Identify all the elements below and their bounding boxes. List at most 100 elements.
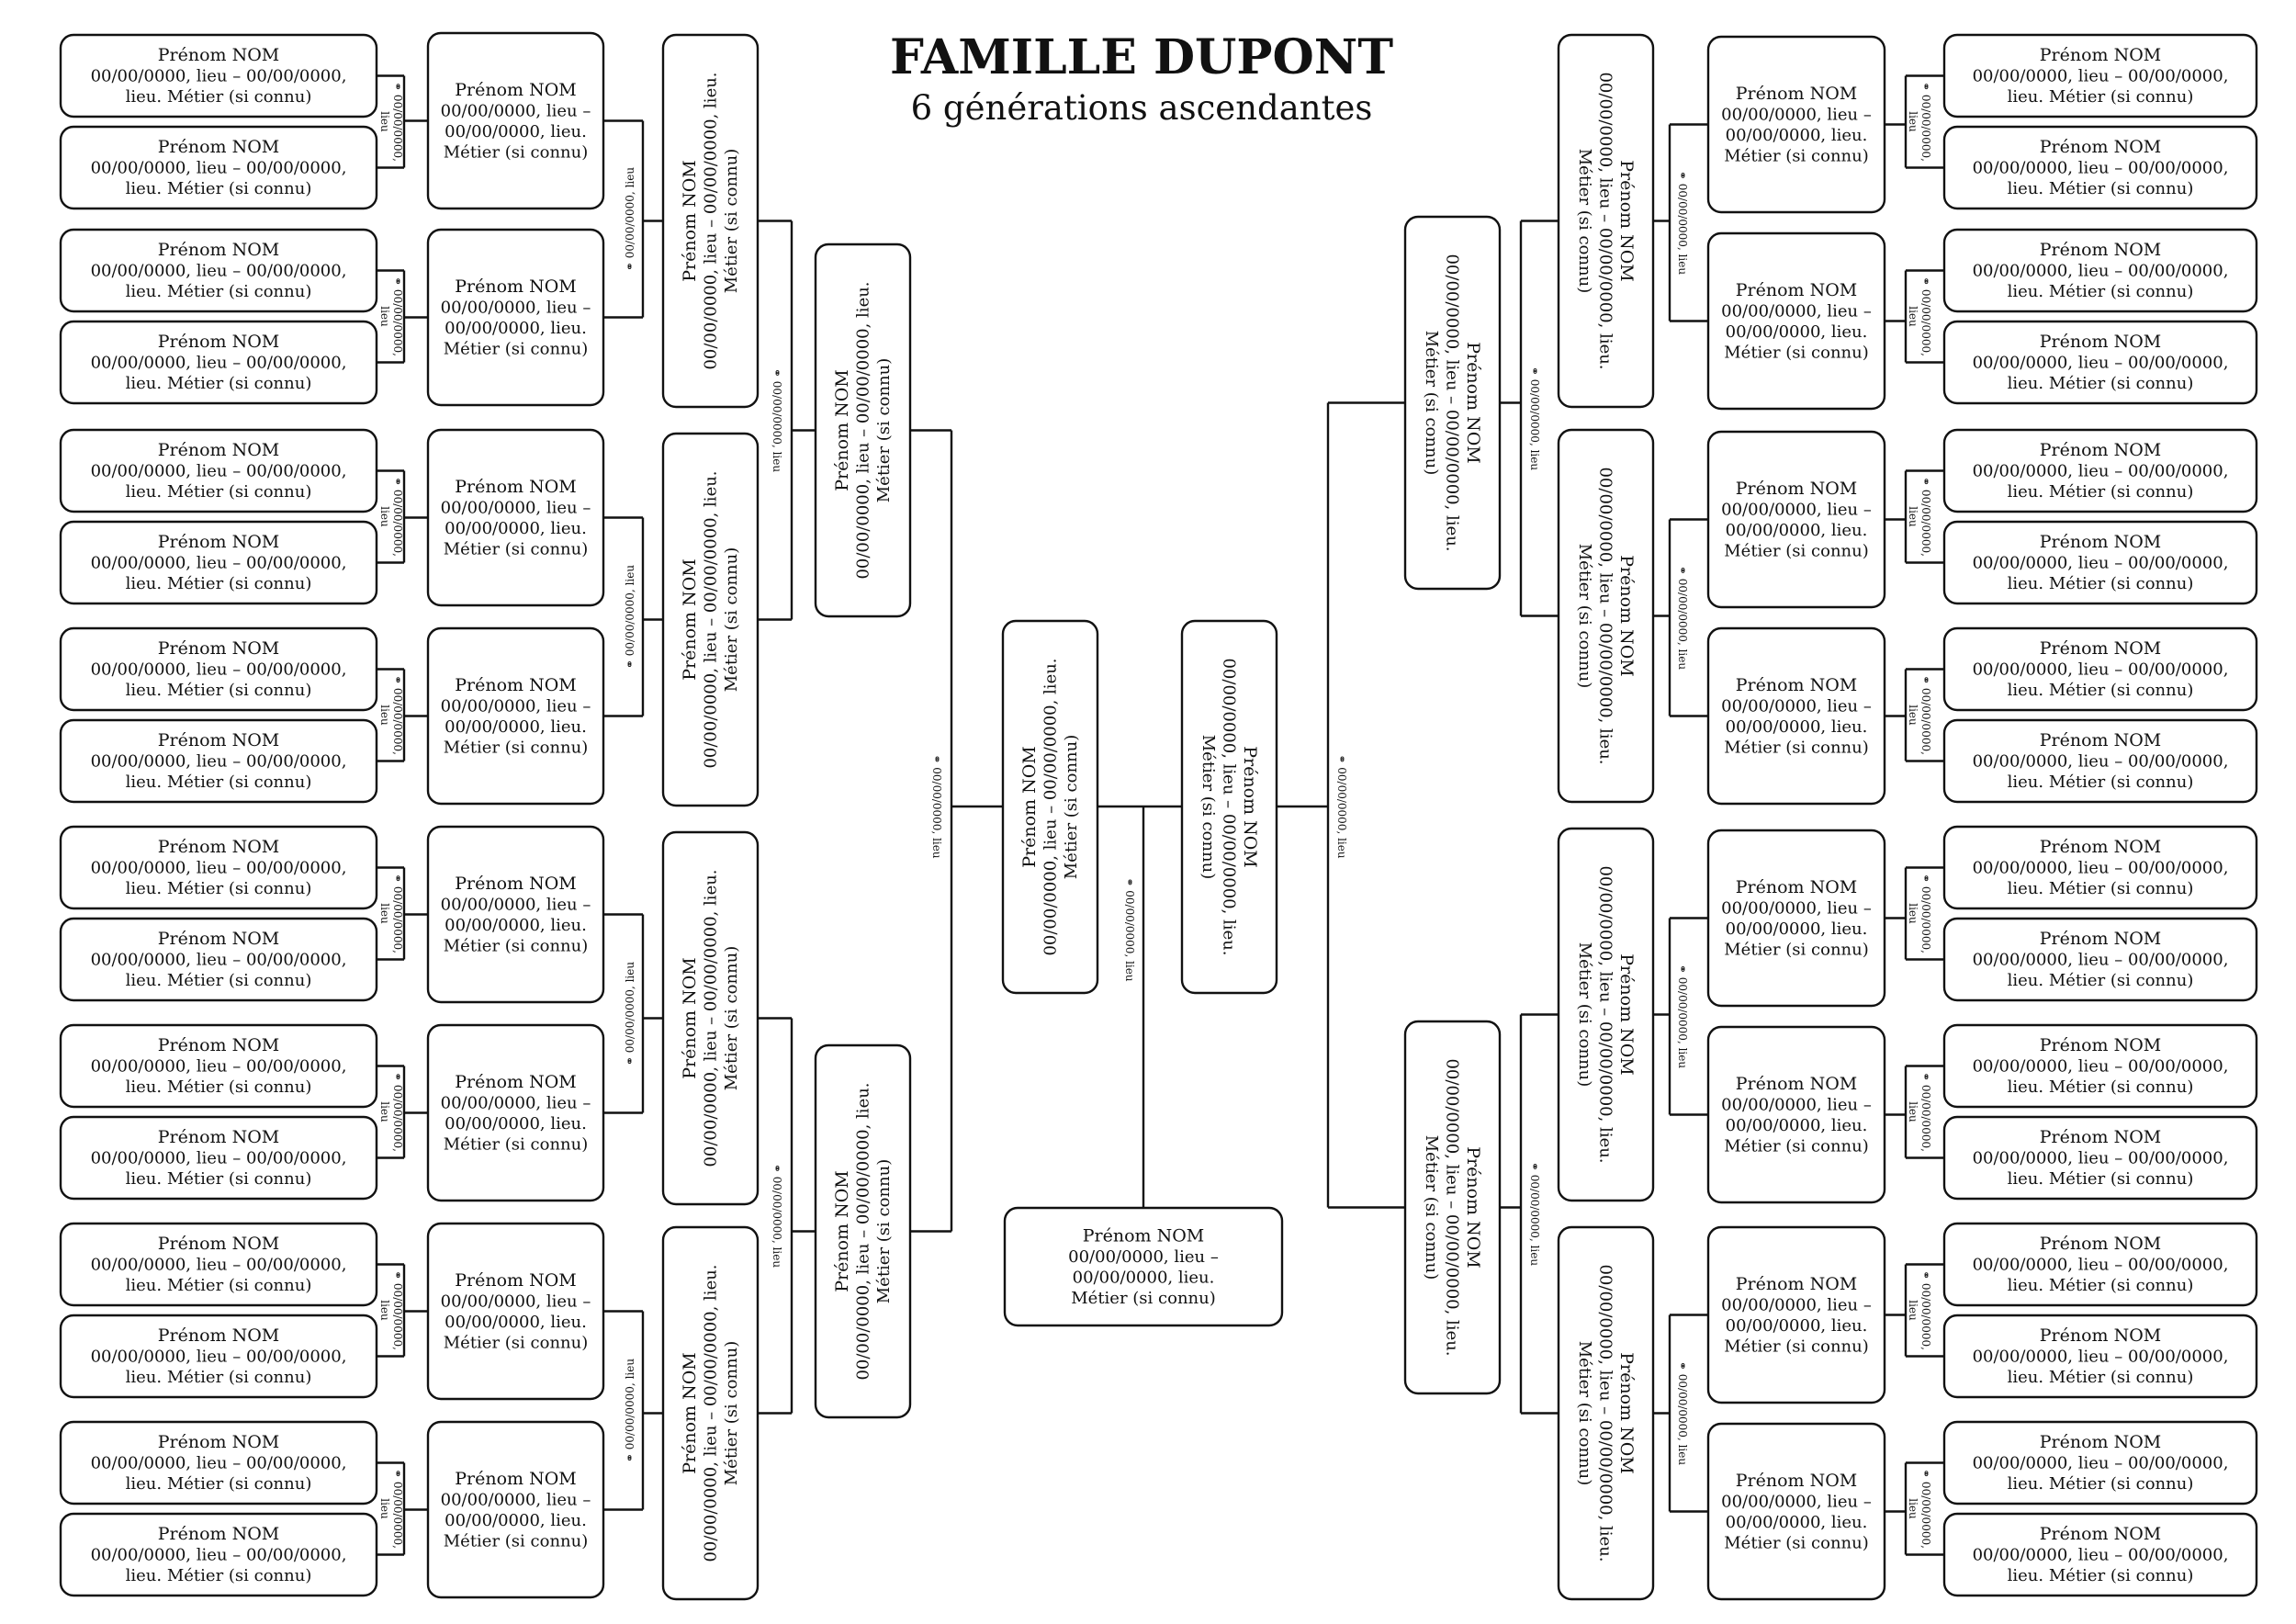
person-details: Métier (si connu)	[444, 936, 589, 955]
person-card-frame	[426, 626, 605, 806]
person-card-frame	[1942, 1314, 2258, 1399]
connector	[377, 1065, 428, 1159]
person-details: 00/00/0000, lieu – 00/00/0000,	[1973, 752, 2229, 772]
connector	[1097, 805, 1182, 1208]
person-details: lieu. Métier (si connu)	[2008, 1276, 2194, 1295]
marriage-text: ⚭ 00/00/0000,	[391, 1270, 404, 1350]
person-name: Prénom NOM	[1240, 746, 1260, 868]
person-name: Prénom NOM	[1736, 1274, 1858, 1294]
person-details: Métier (si connu)	[444, 339, 589, 358]
marriage-text: lieu	[378, 903, 391, 924]
person-name: Prénom NOM	[2040, 240, 2162, 260]
person-details: 00/00/0000, lieu.	[445, 319, 587, 338]
person-card-frame	[426, 825, 605, 1004]
marriage-label: ⚭ 00/00/0000,lieu	[1907, 675, 1932, 755]
person-details: lieu. Métier (si connu)	[2008, 1169, 2194, 1189]
person-card-frame	[1942, 228, 2258, 313]
person-card-frame	[661, 33, 760, 409]
person-name: Prénom NOM	[158, 730, 280, 750]
person-card-frame	[426, 1023, 605, 1202]
person-details: lieu. Métier (si connu)	[2008, 971, 2194, 990]
person-details: 00/00/0000, lieu – 00/00/0000, lieu.	[702, 72, 721, 369]
person-name: Prénom NOM	[158, 837, 280, 857]
person-name: Prénom NOM	[2040, 332, 2162, 352]
person-details: 00/00/0000, lieu.	[445, 122, 587, 141]
person-card-frame	[1403, 1020, 1502, 1395]
person-details: 00/00/0000, lieu –	[1721, 105, 1872, 124]
person-card-frame	[59, 825, 378, 910]
marriage-label: ⚭ 00/00/0000, lieu	[1676, 171, 1689, 275]
person-card-frame	[814, 1043, 912, 1419]
person-name: Prénom NOM	[158, 45, 280, 65]
marriage-text: ⚭ 00/00/0000,	[391, 276, 404, 356]
person-card-frame	[59, 520, 378, 605]
person-name: Prénom NOM	[158, 1325, 280, 1346]
person-card-frame	[59, 1512, 378, 1597]
person-details: 00/00/0000, lieu – 00/00/0000,	[1973, 859, 2229, 878]
person-details: Métier (si connu)	[874, 1159, 894, 1304]
person-details: 00/00/0000, lieu –	[1721, 301, 1872, 321]
person-details: Métier (si connu)	[444, 539, 589, 558]
person-card-frame	[1706, 829, 1886, 1008]
person-details: lieu. Métier (si connu)	[2008, 179, 2194, 198]
marriage-label: ⚭ 00/00/0000,lieu	[378, 1469, 404, 1549]
person-name: Prénom NOM	[2040, 1524, 2162, 1544]
person-card-frame	[59, 320, 378, 405]
person-details: lieu. Métier (si connu)	[2008, 374, 2194, 393]
marriage-text: lieu	[378, 1101, 391, 1122]
person-card-frame	[59, 917, 378, 1002]
person-details: 00/00/0000, lieu – 00/00/0000,	[1973, 554, 2229, 573]
person-name: Prénom NOM	[1736, 479, 1858, 499]
marriage-text: ⚭ 00/00/0000, lieu	[1676, 964, 1689, 1068]
connector	[758, 1017, 816, 1415]
person-name: Prénom NOM	[158, 137, 280, 157]
person-details: 00/00/0000, lieu – 00/00/0000,	[1973, 159, 2229, 178]
person-details: lieu. Métier (si connu)	[2008, 1368, 2194, 1387]
person-card-frame	[426, 31, 605, 210]
marriage-text: ⚭ 00/00/0000,	[391, 874, 404, 953]
person-details: 00/00/0000, lieu – 00/00/0000, lieu.	[1041, 658, 1061, 955]
person-details: Métier (si connu)	[1724, 1136, 1869, 1156]
person-card-frame	[1942, 33, 2258, 118]
person-name: Prénom NOM	[158, 532, 280, 552]
person-details: 00/00/0000, lieu –	[1721, 1095, 1872, 1114]
marriage-text: lieu	[378, 111, 391, 132]
marriage-label: ⚭ 00/00/0000,lieu	[378, 675, 404, 755]
person-name: Prénom NOM	[455, 874, 577, 894]
person-details: lieu. Métier (si connu)	[2008, 681, 2194, 700]
person-details: Métier (si connu)	[1575, 149, 1594, 294]
person-details: 00/00/0000, lieu – 00/00/0000,	[91, 1149, 347, 1168]
connector	[1885, 1065, 1944, 1159]
person-details: lieu. Métier (si connu)	[2008, 1077, 2194, 1097]
person-card-frame	[1942, 825, 2258, 910]
person-details: 00/00/0000, lieu – 00/00/0000, lieu.	[702, 869, 721, 1167]
person-details: 00/00/0000, lieu – 00/00/0000,	[91, 1256, 347, 1275]
marriage-label: ⚭ 00/00/0000, lieu	[1676, 566, 1689, 670]
person-details: Métier (si connu)	[1724, 940, 1869, 959]
marriage-label: ⚭ 00/00/0000,lieu	[378, 477, 404, 557]
person-details: Métier (si connu)	[1724, 541, 1869, 560]
person-details: 00/00/0000, lieu.	[445, 1114, 587, 1133]
person-details: 00/00/0000, lieu –	[441, 696, 591, 716]
person-details: 00/00/0000, lieu – 00/00/0000,	[91, 1454, 347, 1473]
connector	[758, 220, 816, 621]
person-details: Métier (si connu)	[1062, 735, 1081, 880]
person-name: Prénom NOM	[158, 638, 280, 659]
person-card-frame	[1706, 231, 1886, 411]
